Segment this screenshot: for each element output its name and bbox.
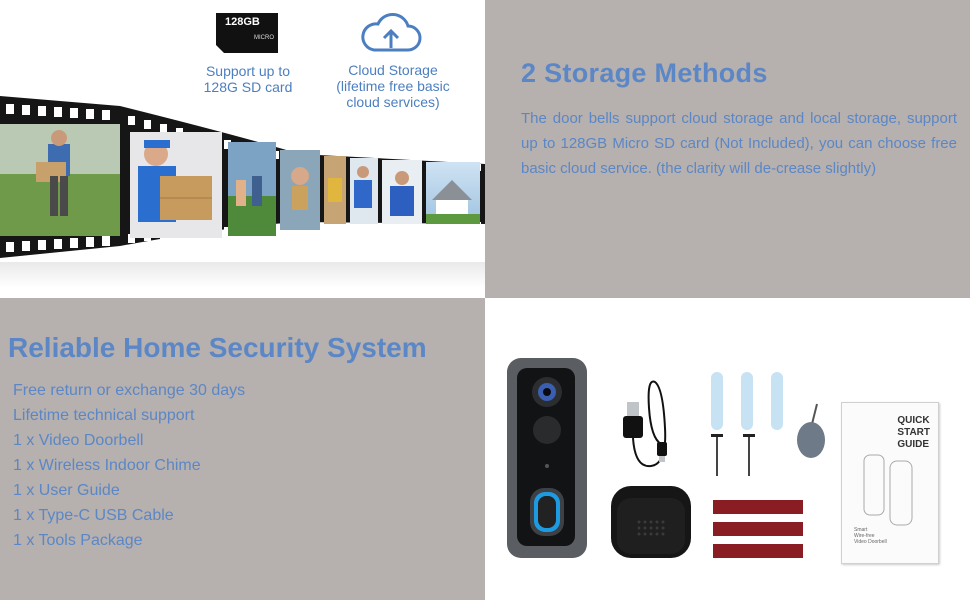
- sd-card-sublabel: MICRO: [254, 35, 274, 41]
- quick-start-guide: QUICK START GUIDE Smart Wire-free Video …: [841, 402, 939, 564]
- eject-tool-icon: [793, 402, 833, 462]
- sd-card-caption: Support up to 128G SD card: [203, 63, 293, 95]
- cloud-caption: Cloud Storage (lifetime free basic cloud…: [336, 62, 450, 110]
- storage-methods-title: 2 Storage Methods: [521, 58, 768, 88]
- indoor-chime-image: [609, 482, 693, 560]
- list-item: 1 x Type-C USB Cable: [13, 507, 174, 524]
- package-list: Free return or exchange 30 days Lifetime…: [13, 378, 245, 553]
- storage-illustration-panel: 128GB MICRO Support up to 128G SD card C…: [0, 0, 485, 298]
- package-contents-panel: QUICK START GUIDE Smart Wire-free Video …: [485, 298, 970, 600]
- wall-anchors-image: [705, 370, 795, 480]
- list-item: 1 x User Guide: [13, 482, 120, 499]
- video-doorbell-image: [503, 356, 591, 560]
- security-panel: Reliable Home Security System Free retur…: [0, 298, 485, 600]
- adhesive-strips-image: [711, 498, 805, 562]
- guide-title: QUICK START GUIDE: [897, 415, 930, 450]
- list-item: Lifetime technical support: [13, 407, 195, 424]
- storage-methods-panel: 2 Storage Methods The door bells support…: [485, 0, 970, 298]
- list-item: 1 x Video Doorbell: [13, 432, 144, 449]
- list-item: 1 x Tools Package: [13, 532, 143, 549]
- usb-cable-image: [607, 378, 685, 474]
- sd-card-label: 128GB: [225, 16, 260, 28]
- film-strip: [0, 96, 485, 266]
- list-item: 1 x Wireless Indoor Chime: [13, 457, 201, 474]
- film-reflection: [0, 262, 485, 288]
- storage-methods-description: The door bells support cloud storage and…: [521, 110, 957, 177]
- guide-subtitle: Smart Wire-free Video Doorbell: [854, 527, 887, 545]
- list-item: Free return or exchange 30 days: [13, 382, 246, 399]
- cloud-upload-icon: [360, 12, 422, 54]
- security-title: Reliable Home Security System: [8, 332, 427, 363]
- sd-card-icon: 128GB MICRO: [216, 13, 278, 53]
